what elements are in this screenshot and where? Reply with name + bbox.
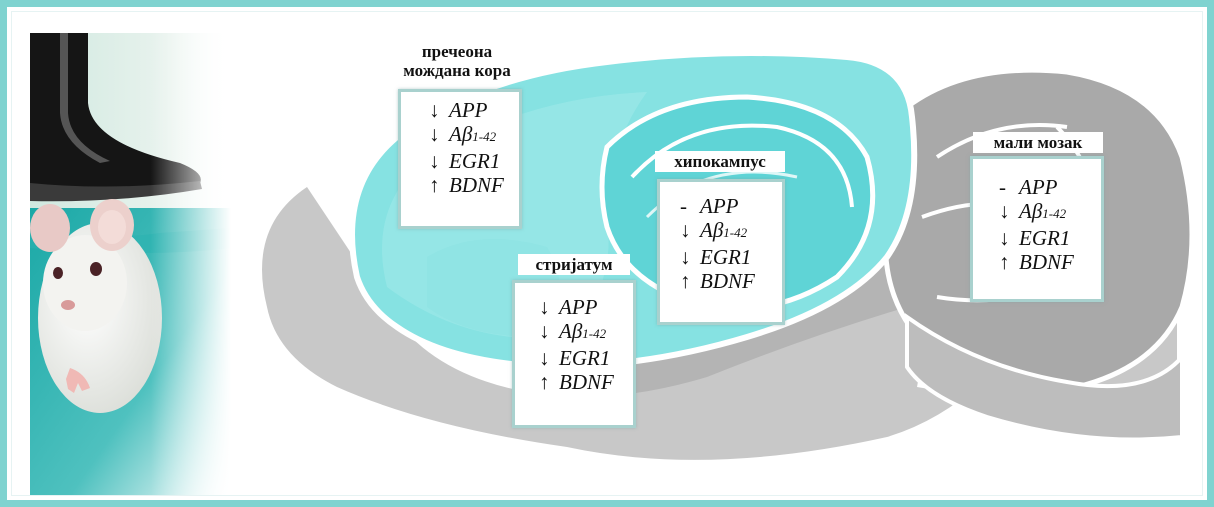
striatum-row-egr1: ↓ EGR1 xyxy=(539,346,633,370)
cortex-title-line2: можданa кора xyxy=(403,61,511,80)
gene-label: BDNF xyxy=(559,370,614,394)
arrow-icon: ↑ xyxy=(539,370,550,394)
brainstem-region xyxy=(262,187,1184,460)
arrow-icon: ↓ xyxy=(429,122,440,146)
gene-label: BDNF xyxy=(1019,250,1074,274)
gene-label: BDNF xyxy=(700,269,755,293)
cortex-row-egr1: ↓ EGR1 xyxy=(429,149,519,173)
hippocampus-title-line1: хипокампус xyxy=(674,152,766,171)
hippocampus-title: хипокампус xyxy=(655,151,785,172)
gene-label: EGR1 xyxy=(559,346,611,370)
arrow-icon: ↑ xyxy=(429,173,440,197)
gene-label: EGR1 xyxy=(1019,226,1071,250)
gene-label: APP xyxy=(559,295,598,319)
gene-subscript: 1-42 xyxy=(472,129,497,144)
gene-label: Aβ xyxy=(700,218,724,242)
gene-label: EGR1 xyxy=(700,245,752,269)
arrow-icon: ↓ xyxy=(999,226,1010,250)
gene-label: EGR1 xyxy=(449,149,501,173)
gene-label: APP xyxy=(700,194,739,218)
gene-label: Aβ xyxy=(559,319,583,343)
striatum-row-bdnf: ↑ BDNF xyxy=(539,370,633,394)
arrow-icon: ↓ xyxy=(680,245,691,269)
arrow-icon: ↑ xyxy=(680,269,691,293)
gene-subscript: 1-42 xyxy=(582,326,607,341)
cortex-title: пречеона можданa кора xyxy=(391,41,523,81)
cortex-title-line1: пречеона xyxy=(421,42,493,61)
arrow-icon: ↓ xyxy=(680,218,691,242)
cortex-box: ↓ APP ↓ Aβ1-42 ↓ EGR1 ↑ BDNF xyxy=(398,89,522,229)
gene-label: APP xyxy=(449,98,488,122)
cerebellum-box: -APP ↓ Aβ1-42 ↓ EGR1 ↑ BDNF xyxy=(970,156,1104,302)
striatum-title-line1: стријатум xyxy=(535,255,613,274)
arrow-icon: ↓ xyxy=(539,295,550,319)
gene-subscript: 1-42 xyxy=(723,225,748,240)
cortex-row-app: ↓ APP xyxy=(429,98,519,122)
arrow-icon: ↓ xyxy=(539,346,550,370)
gene-label: APP xyxy=(1019,175,1058,199)
arrow-icon: ↓ xyxy=(999,199,1010,223)
cerebellum-row-egr1: ↓ EGR1 xyxy=(999,226,1101,250)
striatum-title: стријатум xyxy=(518,254,630,275)
cerebellum-title-line1: мали мозак xyxy=(993,133,1083,152)
hippocampus-row-abeta: ↓ Aβ1-42 xyxy=(680,218,782,245)
cortex-row-bdnf: ↑ BDNF xyxy=(429,173,519,197)
gene-subscript: 1-42 xyxy=(1042,206,1067,221)
hippocampus-box: -APP ↓ Aβ1-42 ↓ EGR1 ↑ BDNF xyxy=(657,179,785,325)
hippocampus-row-app: -APP xyxy=(680,194,782,218)
arrow-icon: ↑ xyxy=(999,250,1010,274)
striatum-box: ↓ APP ↓ Aβ1-42 ↓ EGR1 ↑ BDNF xyxy=(512,280,636,428)
cerebellum-row-bdnf: ↑ BDNF xyxy=(999,250,1101,274)
arrow-icon: ↓ xyxy=(539,319,550,343)
gene-label: BDNF xyxy=(449,173,504,197)
cerebellum-title: мали мозак xyxy=(973,132,1103,153)
cerebellum-row-app: -APP xyxy=(999,175,1101,199)
gene-label: Aβ xyxy=(449,122,473,146)
cerebellum-row-abeta: ↓ Aβ1-42 xyxy=(999,199,1101,226)
cortex-row-abeta: ↓ Aβ1-42 xyxy=(429,122,519,149)
hippocampus-row-egr1: ↓ EGR1 xyxy=(680,245,782,269)
arrow-icon: ↓ xyxy=(429,149,440,173)
rat-photo xyxy=(30,33,231,495)
gene-label: Aβ xyxy=(1019,199,1043,223)
striatum-row-app: ↓ APP xyxy=(539,295,633,319)
striatum-row-abeta: ↓ Aβ1-42 xyxy=(539,319,633,346)
dash-icon: - xyxy=(680,194,687,218)
arrow-icon: ↓ xyxy=(429,98,440,122)
dash-icon: - xyxy=(999,175,1006,199)
hippocampus-row-bdnf: ↑ BDNF xyxy=(680,269,782,293)
